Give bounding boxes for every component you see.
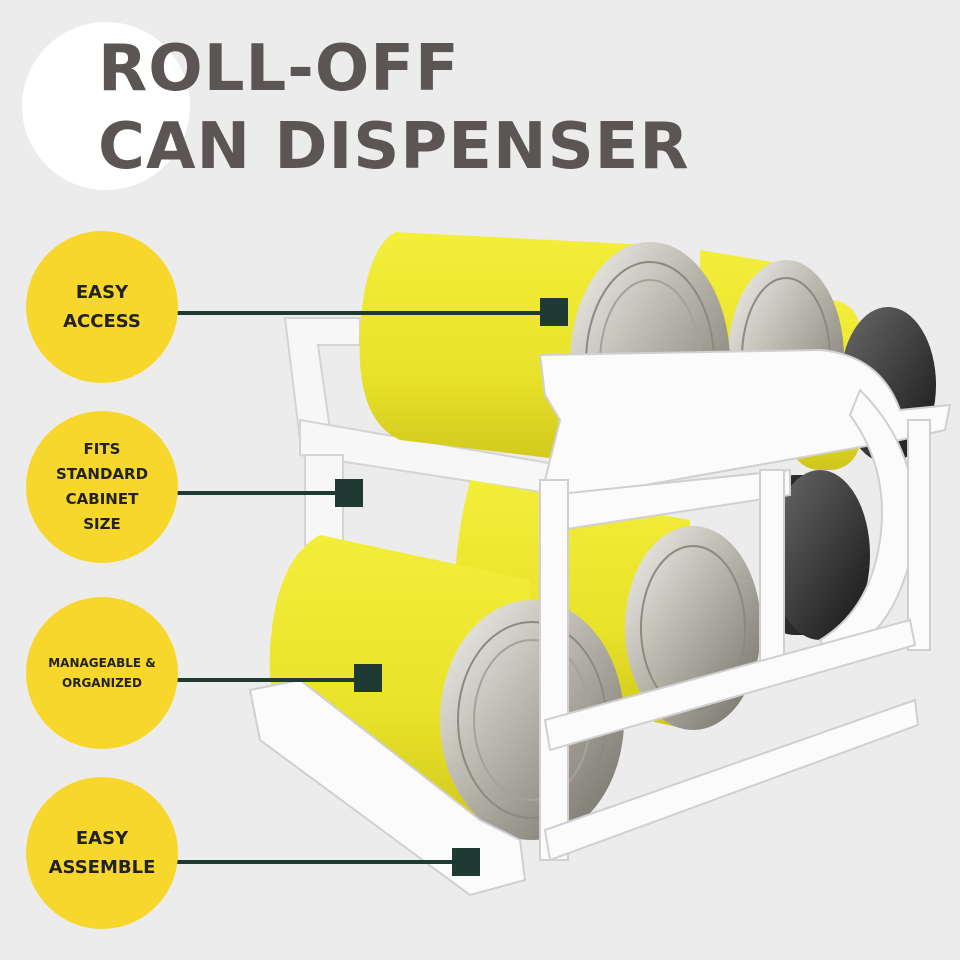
feature-label: EASY ACCESS	[63, 282, 141, 332]
feature-badge-fits-cabinet: FITS STANDARD CABINET SIZE	[26, 411, 178, 563]
connector-manageable	[172, 664, 382, 692]
connector-easy-access	[158, 298, 568, 326]
page-title: ROLL-OFF CAN DISPENSER	[98, 30, 690, 186]
feature-label: FITS STANDARD CABINET SIZE	[55, 440, 149, 533]
rack-front-frame	[248, 348, 952, 897]
feature-label: EASY ASSEMBLE	[48, 828, 156, 878]
connector-easy-assemble	[172, 848, 480, 876]
feature-badge-easy-assemble: EASY ASSEMBLE	[26, 777, 178, 929]
feature-badge-manageable: MANAGEABLE & ORGANIZED	[26, 597, 178, 749]
title-line-2: CAN DISPENSER	[98, 110, 690, 184]
feature-label: MANAGEABLE & ORGANIZED	[48, 656, 156, 690]
title-line-1: ROLL-OFF	[98, 32, 460, 106]
title-accent-circle	[22, 22, 190, 190]
bottom-can-3	[765, 470, 870, 640]
feature-badge-easy-access: EASY ACCESS	[26, 231, 178, 383]
connector-cabinet-size	[155, 479, 363, 507]
